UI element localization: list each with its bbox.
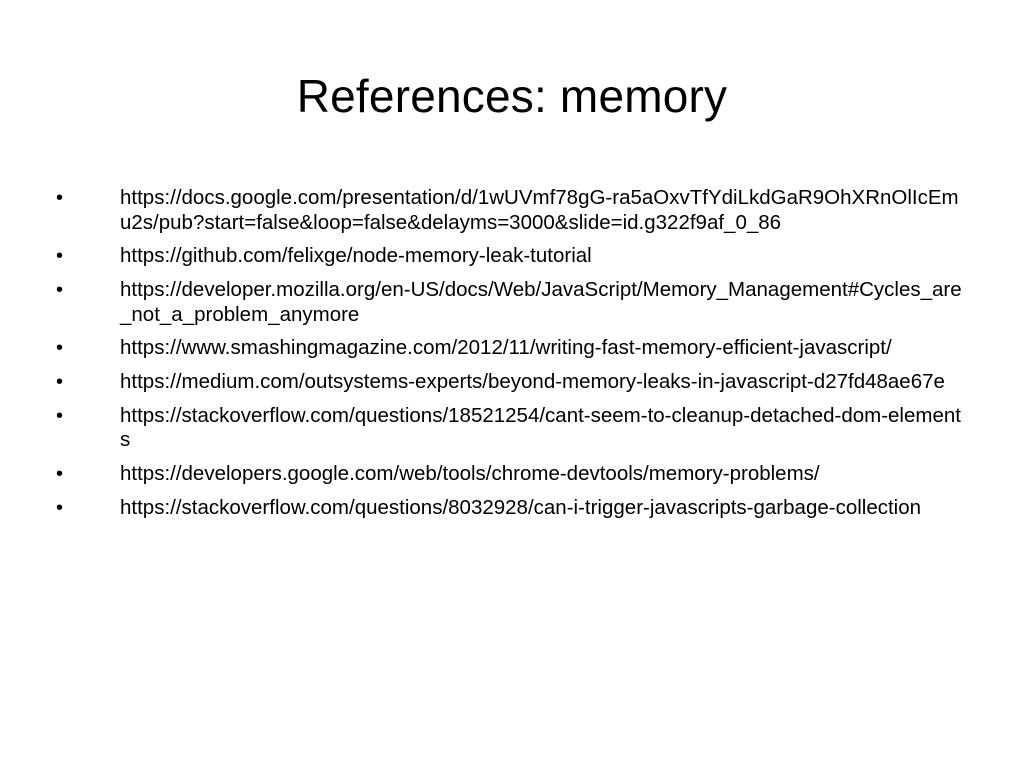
reference-item: • https://medium.com/outsystems-experts/… <box>54 370 969 395</box>
reference-item: • https://developer.mozilla.org/en-US/do… <box>54 278 969 327</box>
reference-link[interactable]: https://github.com/felixge/node-memory-l… <box>120 244 592 268</box>
reference-link[interactable]: https://medium.com/outsystems-experts/be… <box>120 370 945 394</box>
reference-item: • https://docs.google.com/presentation/d… <box>54 186 969 235</box>
bullet-icon: • <box>56 404 64 427</box>
reference-item: • https://github.com/felixge/node-memory… <box>54 244 969 269</box>
reference-link[interactable]: https://stackoverflow.com/questions/1852… <box>120 403 961 452</box>
bullet-icon: • <box>56 187 64 209</box>
bullet-icon: • <box>56 337 64 360</box>
bullet-icon: • <box>56 371 64 394</box>
slide-title: References: memory <box>296 70 728 122</box>
reference-item: • https://stackoverflow.com/questions/18… <box>54 404 969 453</box>
reference-item: • https://stackoverflow.com/questions/80… <box>54 496 969 521</box>
bullet-icon: • <box>56 245 64 268</box>
reference-item: • https://developers.google.com/web/tool… <box>54 462 969 487</box>
reference-item: • https://www.smashingmagazine.com/2012/… <box>54 336 969 361</box>
reference-list: • https://docs.google.com/presentation/d… <box>54 186 969 530</box>
bullet-icon: • <box>56 463 64 486</box>
reference-link[interactable]: https://developers.google.com/web/tools/… <box>120 462 820 486</box>
bullet-icon: • <box>56 279 64 302</box>
bullet-icon: • <box>56 497 64 520</box>
reference-link[interactable]: https://stackoverflow.com/questions/8032… <box>120 496 922 520</box>
reference-link[interactable]: https://docs.google.com/presentation/d/1… <box>120 186 959 234</box>
reference-link[interactable]: https://developer.mozilla.org/en-US/docs… <box>120 278 962 326</box>
reference-link[interactable]: https://www.smashingmagazine.com/2012/11… <box>120 336 892 360</box>
